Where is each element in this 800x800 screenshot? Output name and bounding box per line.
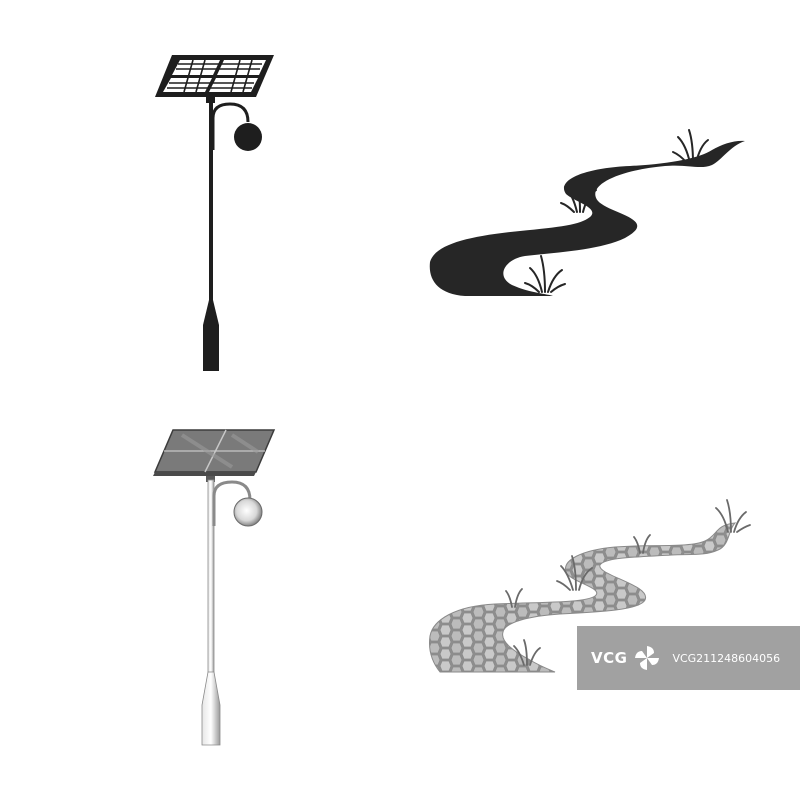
watermark-id: VCG211248604056 xyxy=(672,651,781,665)
paved-path-monochrome-icon xyxy=(429,499,751,673)
solar-lamp-solid-icon xyxy=(155,55,274,371)
winding-path-solid-icon xyxy=(429,129,745,296)
solar-lamp-monochrome-icon xyxy=(153,429,276,746)
watermark-brand: VCG xyxy=(591,649,628,667)
watermark-badge: VCG VCG211248604056 xyxy=(577,626,800,690)
pinwheel-icon xyxy=(635,646,660,670)
watermark-logo: VCG xyxy=(591,643,662,673)
